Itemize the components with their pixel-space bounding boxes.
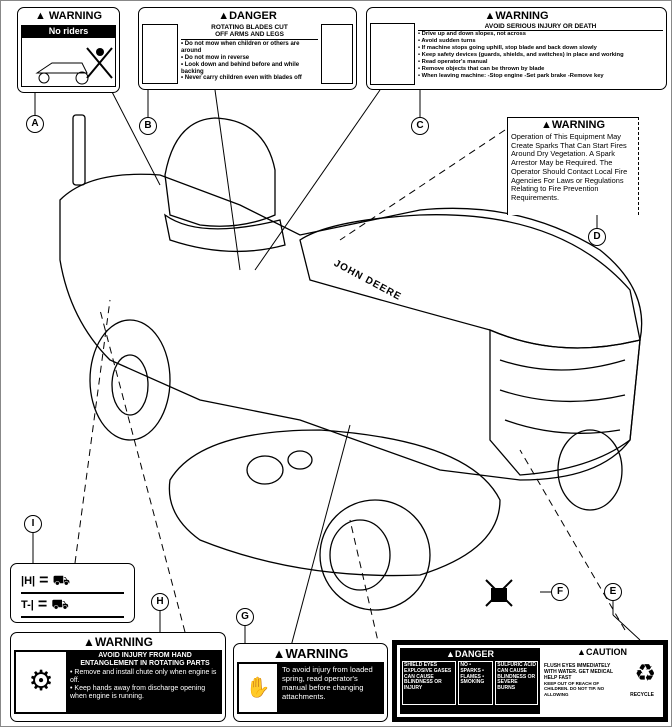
label-e-battery: ▲DANGER SHIELD EYES EXPLOSIVE GASES CAN … [392,640,668,722]
battery-danger-panel: ▲DANGER SHIELD EYES EXPLOSIVE GASES CAN … [400,648,540,714]
callout-i: I [24,515,42,533]
label-i-row-reverse: T-| = ⛟ [21,594,124,618]
recycle-label: RECYCLE [630,692,654,698]
label-a-heading-text: WARNING [48,10,103,22]
label-a-bar: No riders [21,25,116,37]
label-a-heading: ▲ WARNING [34,10,103,22]
label-e-caution-text: CAUTION [585,647,627,657]
label-e-danger-text: DANGER [454,649,494,659]
label-c-item: • Remove objects that can be thrown by b… [418,66,545,73]
label-c-item: • Drive up and down slopes, not across [418,31,527,38]
callout-a: A [26,115,44,133]
rider-mowing-icon: ⛟ [52,571,71,588]
label-b-item: • Look down and behind before and while … [181,61,300,75]
label-b-heading: ▲DANGER [218,10,277,22]
callout-h: H [151,593,169,611]
label-h-subtitle: AVOID INJURY FROM HAND ENTANGLEMENT IN R… [80,652,210,668]
label-c-heading-text: WARNING [495,10,549,22]
walk-behind-icon: ⛟ [51,595,69,612]
label-d-body: Operation of This Equipment May Create S… [511,132,628,203]
reverse-symbol-icon: T-| [21,599,34,611]
label-h-hand-entanglement: ▲WARNING ⚙ AVOID INJURY FROM HAND ENTANG… [10,632,226,722]
label-d-spark-arrestor: ▲WARNING Operation of This Equipment May… [507,117,639,215]
label-g-loaded-spring: ▲WARNING ✋ To avoid injury from loaded s… [233,643,388,722]
leader-lines [32,87,641,651]
callout-b: B [139,117,157,135]
mower-reverse-icon [142,24,178,84]
battery-caution-panel: ▲CAUTION FLUSH EYES IMMEDIATELY WITH WAT… [544,648,660,714]
label-d-heading: ▲WARNING [540,119,606,131]
label-c-serious-injury: ▲WARNING AVOID SERIOUS INJURY OR DEATH •… [366,7,667,90]
hand-gear-icon: ⚙ [16,652,66,712]
label-c-subtitle: AVOID SERIOUS INJURY OR DEATH [418,23,663,32]
label-e-danger-col2: NO • SPARKS • FLAMES • SMOKING [458,661,494,705]
label-d-heading-text: WARNING [551,119,606,131]
label-e-caution-body: FLUSH EYES IMMEDIATELY WITH WATER. GET M… [544,663,613,681]
label-c-item: • Keep safety devices (guards, shields, … [418,52,624,59]
label-h-heading-text: WARNING [94,635,153,649]
callout-f: F [551,583,569,601]
label-h-item: • Keep hands away from discharge opening… [70,685,206,701]
no-battery-disposal-icon [484,578,514,608]
label-e-caution-heading: ▲CAUTION [577,647,627,657]
label-a-no-riders: ▲ WARNING No riders [17,7,120,93]
label-g-body: To avoid injury from loaded spring, read… [282,665,373,702]
label-c-item: • Read operator's manual [418,59,488,66]
label-e-danger-col3: SULFURIC ACID CAN CAUSE BLINDNESS OR SEV… [495,661,538,705]
label-g-heading: ▲WARNING [272,646,349,661]
label-i-equals-2: = [37,596,48,613]
no-riders-icon [21,37,116,87]
callout-g: G [236,608,254,626]
spring-hand-icon: ✋ [239,664,277,712]
label-h-heading: ▲WARNING [83,635,153,649]
label-e-caution-body-2: KEEP OUT OF REACH OF CHILDREN. DO NOT TI… [544,681,605,697]
label-e-danger-heading: ▲DANGER [446,649,494,659]
label-b-subtitle-1: ROTATING BLADES CUT [211,24,288,31]
label-e-danger-col1: SHIELD EYES EXPLOSIVE GASES CAN CAUSE BL… [402,661,457,705]
label-b-item: • Never carry children even with blades … [181,75,302,82]
label-c-heading: ▲WARNING [484,10,549,22]
label-b-subtitle-2: OFF ARMS AND LEGS [181,31,318,40]
recycle-icon: ♻ [634,660,656,687]
callout-c: C [411,117,429,135]
label-i-equals-1: = [39,572,49,589]
hare-speed-icon: |H| [21,575,36,587]
label-i-speed-symbols: |H| = ⛟ T-| = ⛟ [10,563,135,623]
label-b-item: • Do not mow when children or others are… [181,40,300,54]
label-c-item: • If machine stops going uphill, stop bl… [418,45,597,52]
label-h-item: • Remove and install chute only when eng… [70,669,217,685]
slope-rollover-icon [370,23,415,85]
label-i-row-forward: |H| = ⛟ [21,570,124,594]
label-g-heading-text: WARNING [285,646,349,661]
callout-e: E [604,583,622,601]
label-b-heading-text: DANGER [229,10,277,22]
operator-icon [321,24,353,84]
label-b-item: • Do not mow in reverse [181,54,250,61]
label-c-item: • Avoid sudden turns [418,38,476,45]
callout-d: D [588,228,606,246]
label-c-item: • When leaving machine: -Stop engine -Se… [418,73,604,80]
